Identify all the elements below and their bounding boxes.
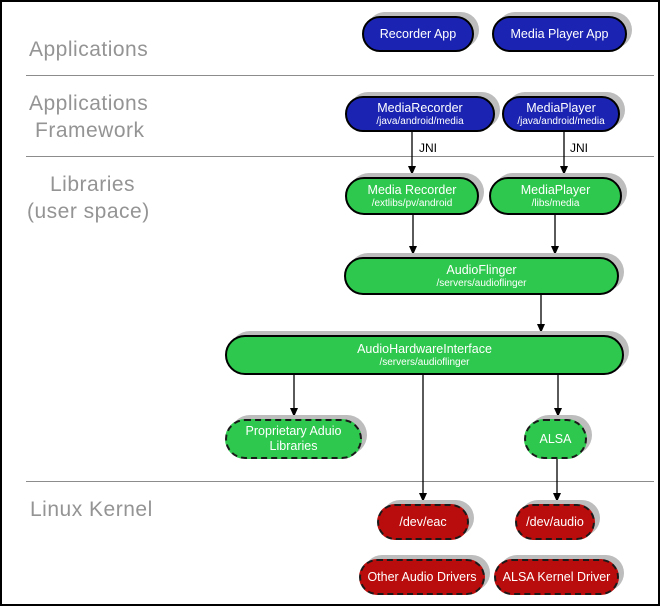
node-path: /servers/audioflinger — [379, 356, 470, 368]
node-other-audio-drivers: Other Audio Drivers — [359, 559, 485, 595]
node-label: Media Player App — [510, 26, 609, 41]
node-media-player-app: Media Player App — [492, 16, 627, 52]
node-path: /libs/media — [531, 197, 580, 209]
layer-label-applications: Applications — [29, 36, 148, 63]
node-label: /dev/eac — [399, 514, 447, 529]
node-recorder-app: Recorder App — [362, 16, 474, 52]
node-label: MediaRecorder — [377, 100, 463, 115]
node-label: ALSA Kernel Driver — [502, 569, 611, 584]
node-label: Recorder App — [379, 26, 457, 41]
node-dev-eac: /dev/eac — [377, 504, 469, 540]
node-label: AudioHardwareInterface — [357, 341, 492, 356]
layer-label-text: Linux Kernel — [30, 498, 153, 521]
node-alsa: ALSA — [524, 419, 587, 459]
jni-annotation-right: JNI — [570, 141, 588, 155]
layer-label-text: Framework — [35, 119, 145, 142]
divider-libraries-kernel — [26, 481, 654, 482]
node-label: Media Recorder — [367, 182, 457, 197]
node-path: /java/android/media — [376, 115, 464, 127]
layer-label-text: Applications — [29, 38, 149, 61]
node-mediaplayer-lib: MediaPlayer /libs/media — [489, 177, 622, 215]
node-label: MediaPlayer — [526, 100, 596, 115]
node-proprietary-audio-libraries: Proprietary Aduio Libraries — [225, 419, 362, 459]
layer-label-linux-kernel: Linux Kernel — [30, 496, 153, 523]
node-label: AudioFlinger — [446, 262, 517, 277]
node-path: /servers/audioflinger — [436, 277, 527, 289]
layer-label-text: Applications — [29, 92, 149, 115]
node-label: MediaPlayer — [520, 182, 591, 197]
node-audiohardwareinterface: AudioHardwareInterface /servers/audiofli… — [225, 335, 624, 375]
node-path: /extlibs/pv/android — [371, 197, 453, 209]
node-path: /java/android/media — [517, 115, 605, 127]
node-label: /dev/audio — [526, 514, 584, 529]
node-audioflinger: AudioFlinger /servers/audioflinger — [344, 257, 619, 295]
node-label: Other Audio Drivers — [367, 569, 477, 584]
node-mediaplayer-framework: MediaPlayer /java/android/media — [502, 96, 620, 132]
divider-framework-libraries — [26, 156, 654, 157]
divider-applications-framework — [26, 75, 654, 76]
layer-label-text: (user space) — [27, 200, 150, 223]
node-mediarecorder-framework: MediaRecorder /java/android/media — [345, 96, 495, 132]
layer-label-text: Libraries — [50, 173, 136, 196]
node-alsa-kernel-driver: ALSA Kernel Driver — [494, 559, 619, 595]
node-label: ALSA — [539, 431, 572, 446]
layer-label-libraries: Libraries (user space) — [27, 171, 150, 225]
node-dev-audio: /dev/audio — [515, 504, 595, 540]
node-media-recorder-lib: Media Recorder /extlibs/pv/android — [345, 177, 479, 215]
node-label: Proprietary Aduio Libraries — [245, 424, 342, 453]
layer-label-applications-framework: Applications Framework — [29, 90, 148, 144]
jni-annotation-left: JNI — [419, 141, 437, 155]
